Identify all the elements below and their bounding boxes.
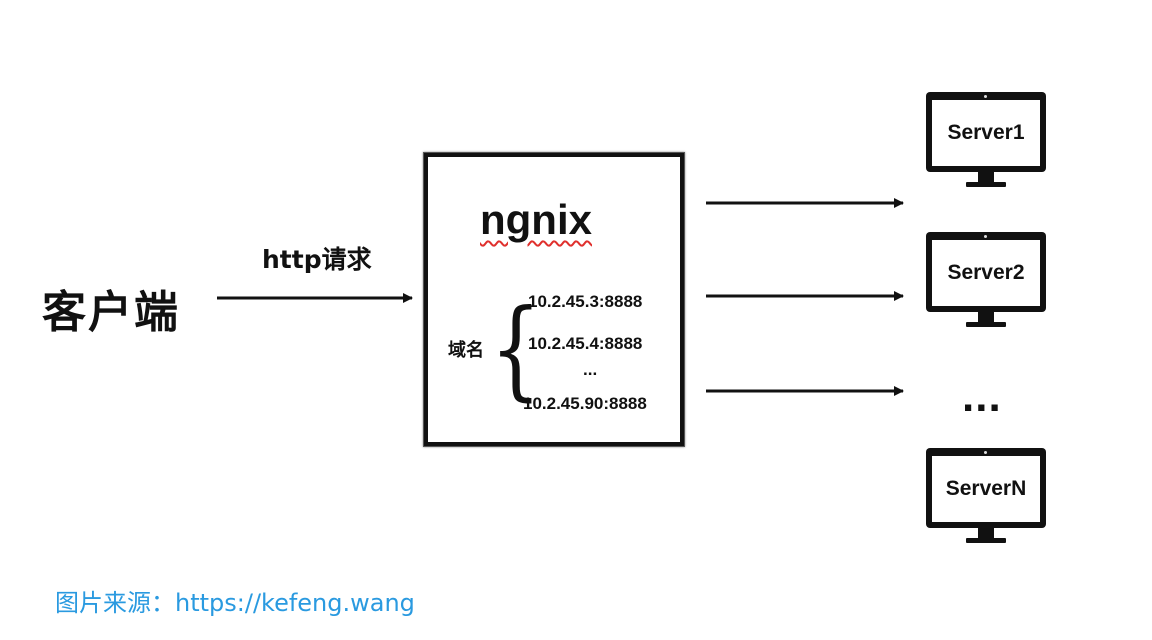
client-label: 客户端: [42, 287, 180, 338]
servers-ellipsis: ...: [962, 372, 1002, 421]
upstream-address: 10.2.45.3:8888: [528, 292, 643, 311]
nginx-title: ngnix: [480, 196, 592, 243]
upstream-address: 10.2.45.90:8888: [523, 394, 647, 413]
http-request-label: http请求: [262, 245, 372, 274]
server-label: Server1: [932, 100, 1040, 166]
image-source-caption: 图片来源：https://kefeng.wang: [55, 589, 415, 617]
server-label: ServerN: [932, 456, 1040, 522]
monitor-icon: Server2: [926, 232, 1046, 312]
domain-label: 域名: [448, 340, 484, 361]
server-monitor: Server1: [926, 92, 1046, 192]
monitor-icon: ServerN: [926, 448, 1046, 528]
server-monitor: ServerN: [926, 448, 1046, 548]
monitor-icon: Server1: [926, 92, 1046, 172]
curly-brace: {: [490, 287, 542, 412]
server-monitor: Server2: [926, 232, 1046, 332]
upstream-address: 10.2.45.4:8888: [528, 334, 643, 353]
upstream-ellipsis: ...: [583, 360, 598, 379]
nginx-box: [424, 153, 684, 446]
server-label: Server2: [932, 240, 1040, 306]
